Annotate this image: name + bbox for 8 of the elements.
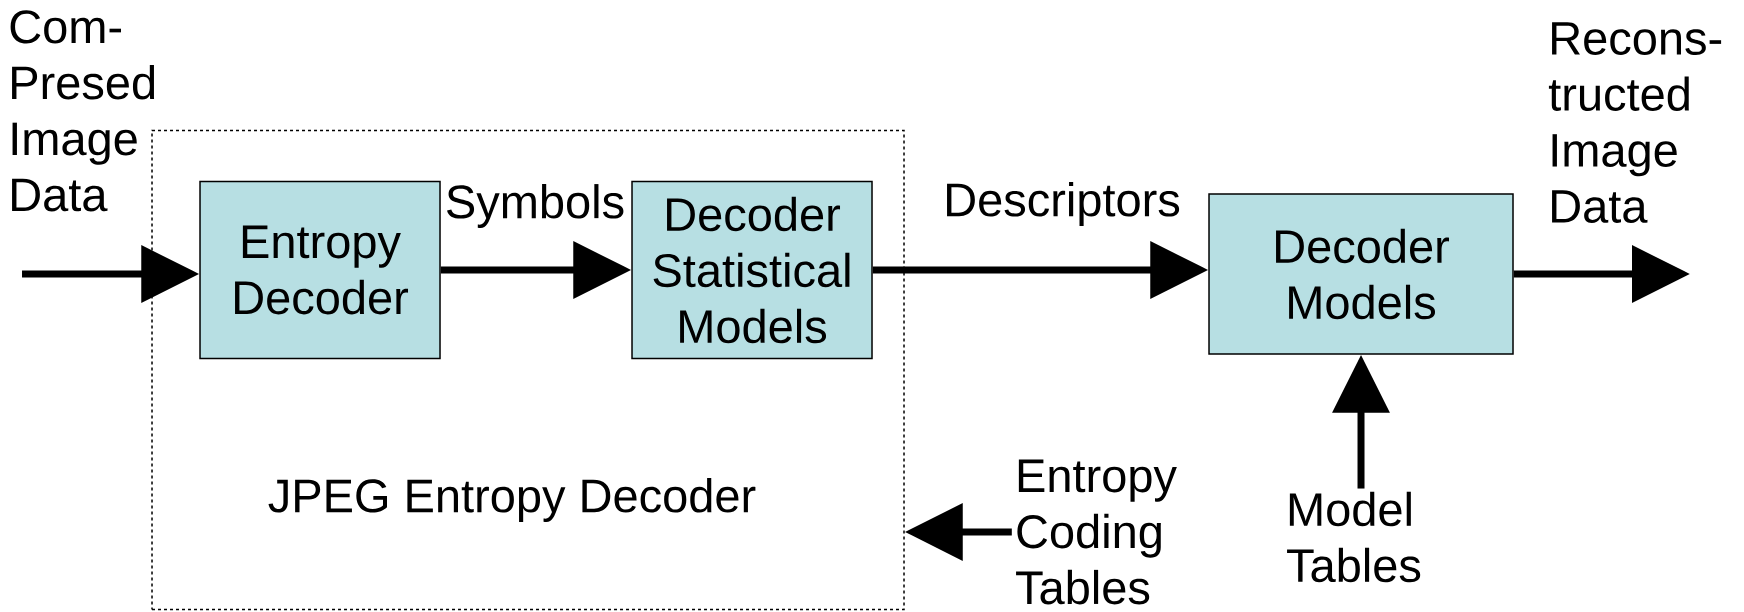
process-box: Entropy Decoder [199, 180, 441, 360]
input-label: Entropy Coding Tables [1016, 459, 1177, 605]
edge-label: Symbols [447, 184, 624, 228]
input-label: Model Tables [1287, 491, 1421, 583]
process-box: Decoder Statistical Models [631, 180, 873, 360]
edge-label: Recons- tructed Image Data [1548, 22, 1722, 223]
edge-label: Descriptors [947, 182, 1180, 226]
process-box: Decoder Models [1208, 193, 1514, 355]
